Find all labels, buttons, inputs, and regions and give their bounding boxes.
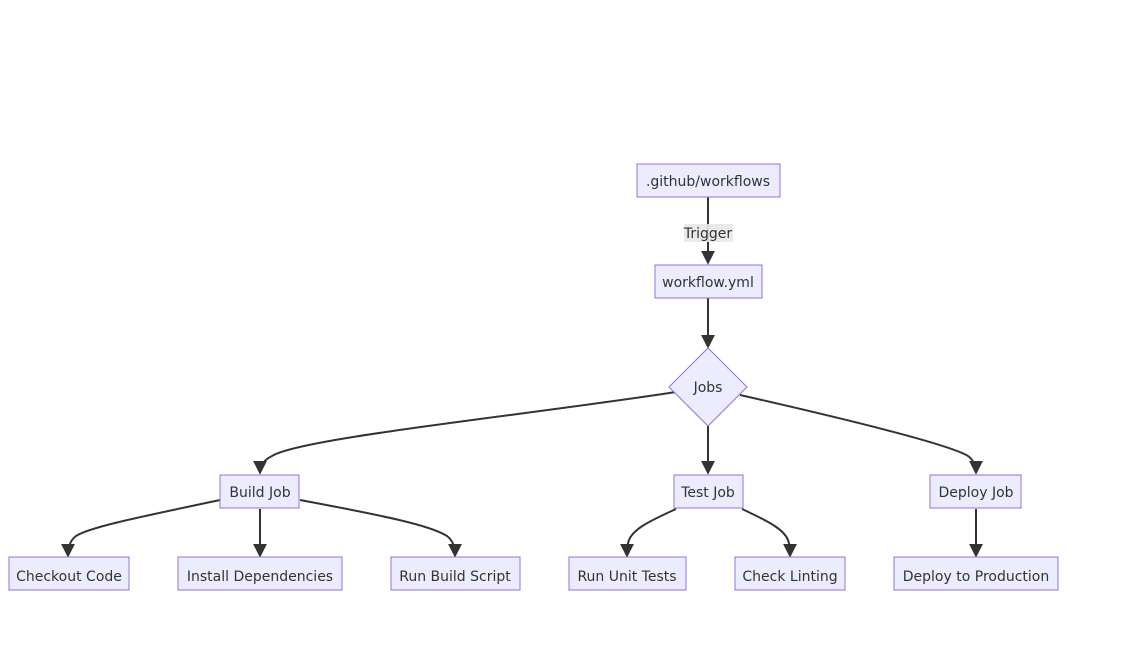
edge-build-to-buildscript bbox=[299, 499, 462, 558]
edges bbox=[61, 197, 983, 558]
node-run-build-script[interactable]: Run Build Script bbox=[390, 556, 521, 591]
node-workflow-yml[interactable]: workflow.yml bbox=[654, 264, 763, 299]
edge-label-trigger-text: Trigger bbox=[683, 226, 733, 242]
node-test-job[interactable]: Test Job bbox=[673, 474, 744, 509]
node-jobs[interactable]: Jobs bbox=[668, 347, 748, 427]
node-workflows[interactable]: .github/workflows bbox=[636, 163, 781, 198]
node-run-unit-tests-label: Run Unit Tests bbox=[577, 569, 676, 585]
node-deploy-job[interactable]: Deploy Job bbox=[929, 474, 1022, 509]
node-workflow-yml-label: workflow.yml bbox=[662, 275, 754, 291]
node-test-job-label: Test Job bbox=[680, 485, 735, 501]
edge-label-trigger: Trigger bbox=[683, 224, 733, 242]
node-build-job[interactable]: Build Job bbox=[219, 474, 300, 509]
edge-jobs-to-build bbox=[253, 391, 677, 475]
node-checkout-code[interactable]: Checkout Code bbox=[8, 556, 130, 591]
node-jobs-label: Jobs bbox=[693, 380, 723, 396]
node-run-build-script-label: Run Build Script bbox=[399, 569, 511, 585]
edge-test-to-unittests bbox=[620, 508, 677, 558]
node-run-unit-tests[interactable]: Run Unit Tests bbox=[568, 556, 687, 591]
node-check-linting[interactable]: Check Linting bbox=[734, 556, 846, 591]
edge-test-to-linting bbox=[741, 508, 797, 558]
edge-build-to-checkout bbox=[61, 499, 221, 558]
node-checkout-code-label: Checkout Code bbox=[16, 569, 122, 585]
node-install-dependencies-label: Install Dependencies bbox=[187, 569, 333, 585]
node-deploy-to-production[interactable]: Deploy to Production bbox=[893, 556, 1059, 591]
node-deploy-job-label: Deploy Job bbox=[938, 485, 1013, 501]
node-workflows-label: .github/workflows bbox=[646, 174, 770, 190]
node-check-linting-label: Check Linting bbox=[742, 569, 837, 585]
node-install-dependencies[interactable]: Install Dependencies bbox=[177, 556, 343, 591]
edge-jobs-to-deploy bbox=[739, 394, 983, 475]
node-build-job-label: Build Job bbox=[229, 485, 290, 501]
node-deploy-to-production-label: Deploy to Production bbox=[903, 569, 1049, 585]
